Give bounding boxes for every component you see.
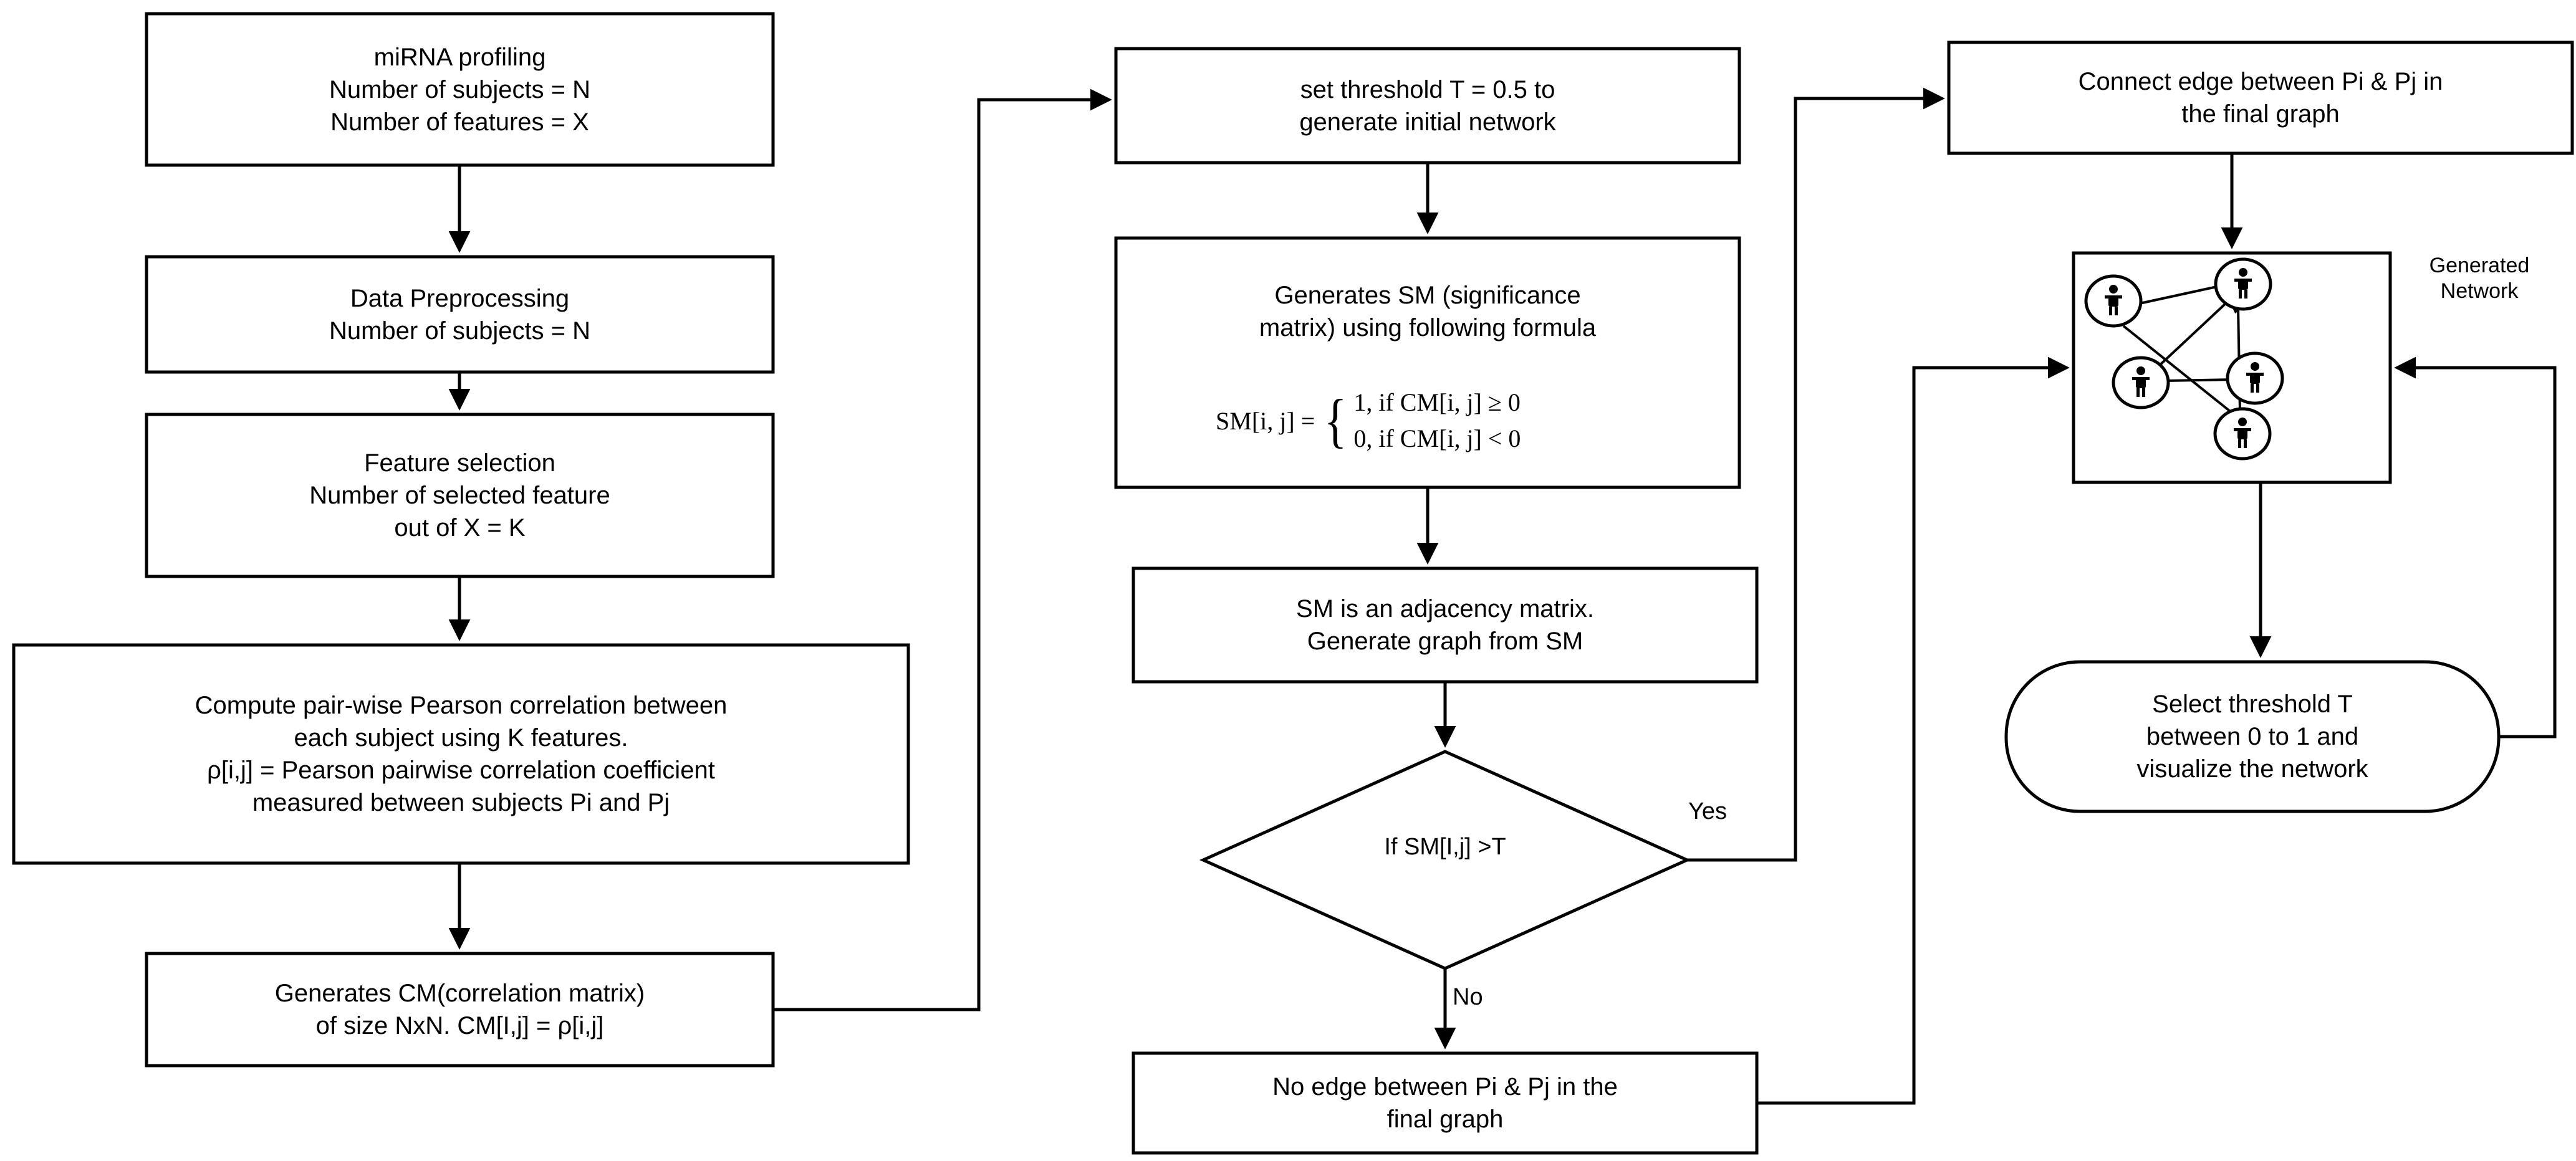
sm-formula: SM[i, j] = { 1, if CM[i, j] ≥ 0 0, if CM… <box>1216 374 1689 467</box>
node-data-preprocessing <box>145 255 775 374</box>
person-icon <box>2132 366 2150 397</box>
connector-decision-yes-to-connect-edge <box>1687 87 1945 862</box>
node-pearson-correlation <box>12 643 910 865</box>
node-select-threshold <box>2004 660 2501 813</box>
sm-formula-brace: { <box>1324 387 1347 454</box>
person-icon <box>2234 268 2252 299</box>
person-icon <box>2234 418 2251 448</box>
sm-formula-case-2: 0, if CM[i, j] < 0 <box>1353 424 1521 452</box>
node-no-edge <box>1132 1051 1759 1155</box>
network-edge-p3-p2 <box>2157 302 2227 368</box>
node-generates-cm <box>145 952 775 1068</box>
person-icon <box>2246 362 2264 393</box>
network-node-p5 <box>2226 351 2284 405</box>
network-edge-p1-p4 <box>2122 325 2237 417</box>
network-node-p3 <box>2112 356 2170 409</box>
person-icon <box>2105 285 2122 315</box>
edge-label-no: No <box>1453 984 1483 1010</box>
network-node-p1 <box>2084 274 2143 328</box>
network-edge-p1-p2 <box>2139 285 2218 305</box>
node-adjacency-matrix <box>1132 566 1759 684</box>
sm-formula-case-1: 1, if CM[i, j] ≥ 0 <box>1353 388 1521 416</box>
connector-select-threshold-feedback <box>2394 356 2557 738</box>
node-set-threshold <box>1114 47 1741 165</box>
connector-noedge-to-network <box>1757 356 2070 1105</box>
edge-label-yes: Yes <box>1688 798 1727 824</box>
sm-formula-lhs: SM[i, j] = <box>1216 406 1315 435</box>
connector-cm-to-set-threshold <box>773 88 1112 1011</box>
node-mirna-profiling <box>145 12 775 167</box>
node-generates-sm <box>1114 236 1741 489</box>
network-edge-p3-p5 <box>2165 378 2235 382</box>
node-connect-edge <box>1947 41 2574 155</box>
label-generated-network: Generated Network <box>2429 254 2530 303</box>
node-feature-selection <box>145 413 775 578</box>
network-node-p4 <box>2213 407 2272 461</box>
network-node-p2 <box>2214 257 2272 311</box>
node-decision-threshold <box>1199 750 1691 970</box>
